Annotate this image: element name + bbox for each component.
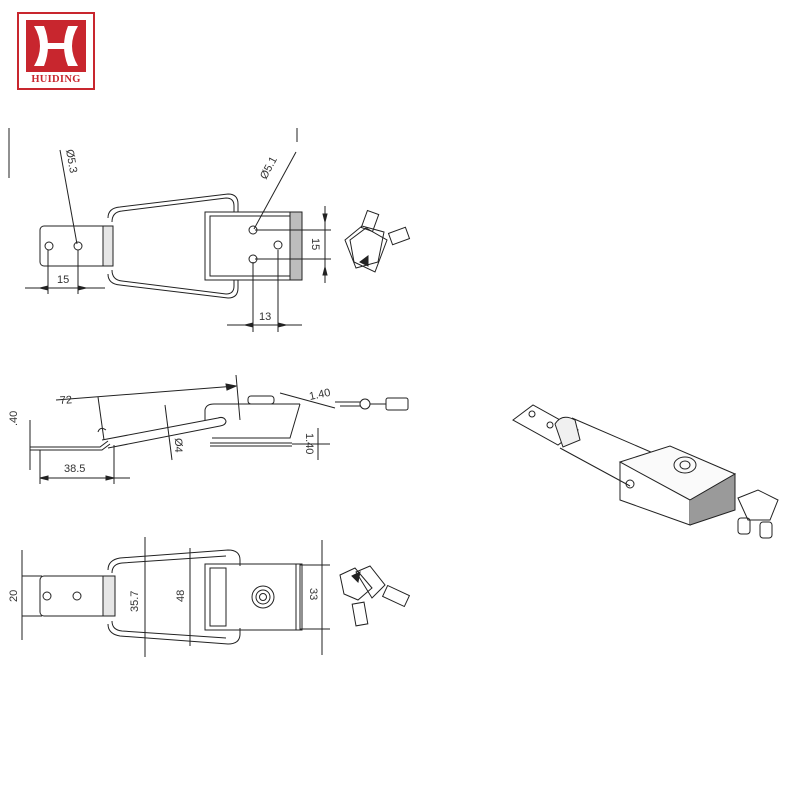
dim-body-width: 33	[307, 588, 319, 600]
dim-plate-width: 20	[8, 590, 20, 602]
dim-thickness-left: .40	[8, 411, 20, 426]
side-view	[29, 374, 409, 484]
bottom-view	[21, 537, 411, 657]
dimension-labels: Ø5.3 Ø5.1 15 13 15 72 38.5 Ø4 .40 1.40 1…	[8, 148, 332, 612]
dim-loop-outer: 48	[175, 590, 187, 602]
logo-text: HUIDING	[31, 74, 81, 85]
dim-latch-height: 15	[309, 238, 321, 250]
dim-length: 72	[59, 394, 72, 407]
dim-hole-left: Ø5.3	[63, 148, 79, 174]
dim-rod: Ø4	[172, 438, 184, 453]
logo-mark-icon	[26, 20, 86, 72]
dim-latch-pitch: 13	[259, 311, 271, 323]
dim-angle: 1.40	[308, 387, 331, 403]
brand-logo: HUIDING	[17, 12, 95, 90]
dim-thickness-right: 1.40	[303, 433, 315, 454]
dim-hinge-pitch: 15	[57, 274, 69, 286]
dim-hole-right: Ø5.1	[258, 155, 280, 182]
iso-view	[512, 404, 779, 539]
dim-loop-inner: 35.7	[129, 591, 141, 612]
dim-plate-offset: 38.5	[64, 463, 85, 475]
top-view	[25, 128, 411, 332]
